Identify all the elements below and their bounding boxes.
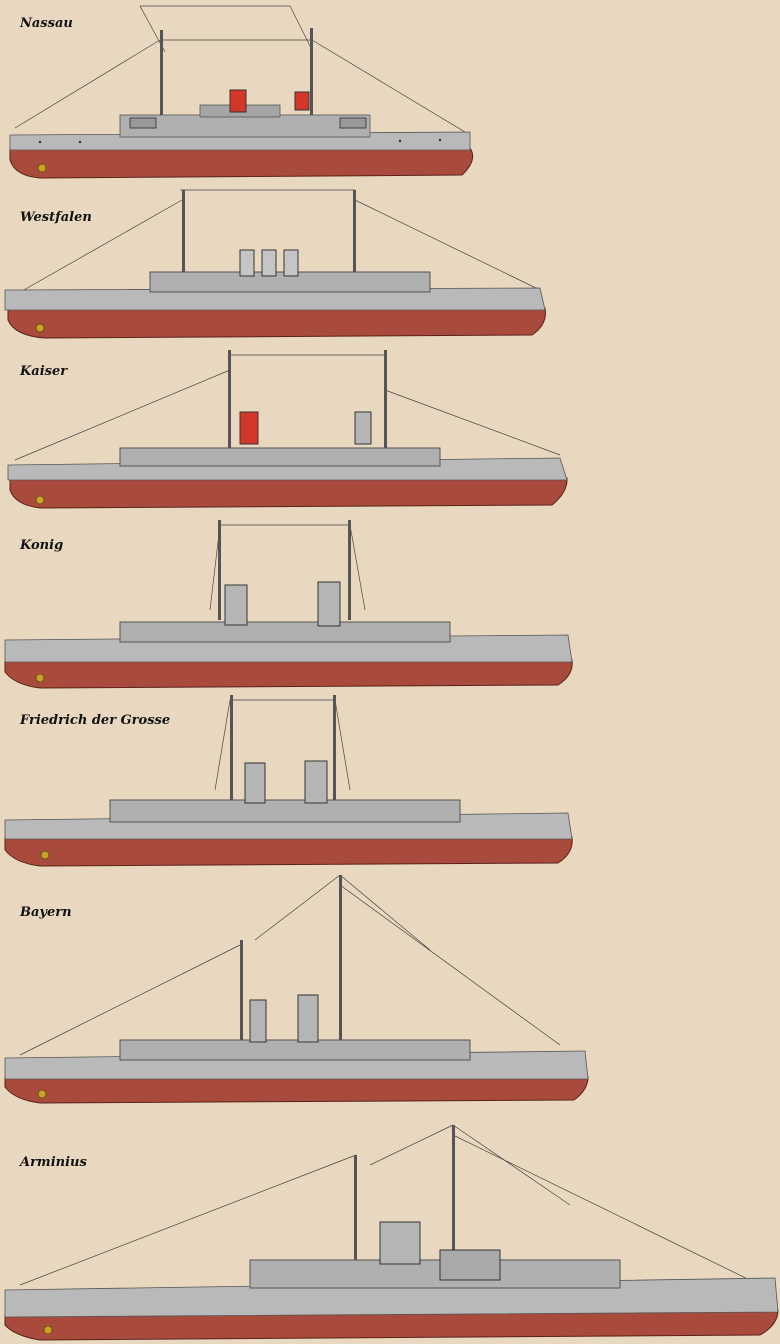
ship-profile-westfalen: [4, 189, 546, 339]
ship-profile-kaiser: [7, 350, 568, 509]
ship-plate-westfalen: Westfalen: [0, 189, 780, 350]
ship-plate-friedrich-der-grosse: Friedrich der Grosse: [0, 695, 780, 875]
ship-plate-nassau: Nassau: [0, 0, 780, 190]
ship-name-label: Bayern: [20, 905, 72, 920]
ship-plate-arminius: Arminius: [0, 1110, 780, 1344]
ship-name-label: Westfalen: [20, 210, 92, 225]
ship-profile-arminius: [4, 1124, 779, 1341]
ship-profile-konig: [4, 520, 573, 689]
ship-profile-friedrich-der-grosse: [4, 695, 573, 867]
ship-name-label: Nassau: [20, 16, 73, 31]
ship-name-label: Friedrich der Grosse: [20, 713, 171, 728]
ship-profile-nassau: [9, 5, 474, 179]
ship-plate-konig: Konig: [0, 520, 780, 695]
ship-name-label: Arminius: [20, 1155, 87, 1170]
ship-name-label: Kaiser: [20, 364, 68, 379]
ship-name-label: Konig: [20, 538, 64, 553]
ship-profile-bayern: [4, 874, 589, 1104]
ship-plate-bayern: Bayern: [0, 874, 780, 1110]
ship-plate-kaiser: Kaiser: [0, 350, 780, 520]
